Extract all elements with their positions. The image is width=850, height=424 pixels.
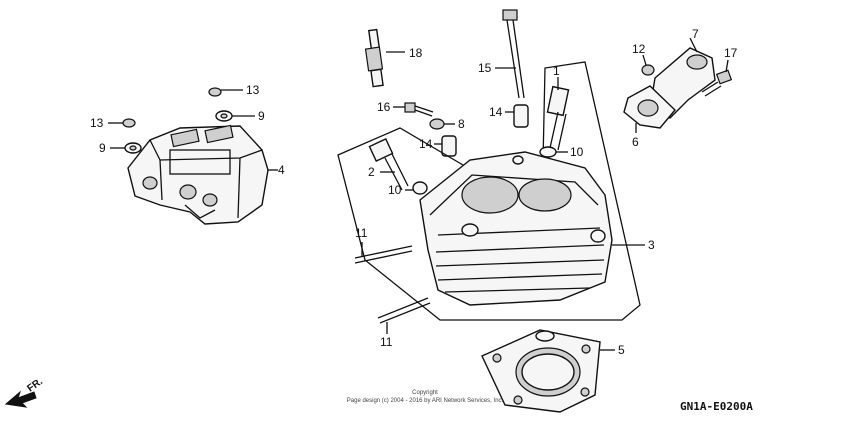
callout-10-left: 10 xyxy=(388,183,402,197)
callout-10-right: 10 xyxy=(570,145,584,159)
callout-17: 17 xyxy=(724,46,738,60)
assembly-outline-box xyxy=(337,61,641,321)
part-dowel-pin-14-upper[interactable] xyxy=(505,104,529,128)
part-stud-11-upper[interactable] xyxy=(354,242,413,264)
part-o-ring-10-left[interactable] xyxy=(405,181,428,195)
part-valve-guide-2[interactable] xyxy=(368,138,409,191)
part-washer-9-lower[interactable] xyxy=(110,142,142,154)
part-insulator-gasket[interactable] xyxy=(623,85,676,133)
callout-11-lower: 11 xyxy=(380,335,393,349)
part-valve-guide-1[interactable] xyxy=(546,77,570,151)
part-spark-plug[interactable] xyxy=(364,28,405,88)
copyright-heading: Copyright xyxy=(412,390,438,396)
copyright-line: Page design (c) 2004 - 2016 by ARI Netwo… xyxy=(347,398,504,404)
part-stud-11-lower[interactable] xyxy=(377,297,431,334)
callout-9-upper: 9 xyxy=(258,109,265,123)
callout-11-upper: 11 xyxy=(355,226,368,240)
part-bolt-17[interactable] xyxy=(701,59,733,97)
part-rocker-arm-holder[interactable] xyxy=(127,124,278,225)
callout-18: 18 xyxy=(409,46,423,60)
callout-2: 2 xyxy=(368,165,375,179)
part-dowel-pin-14-lower[interactable] xyxy=(434,135,457,157)
part-o-ring-10-right[interactable] xyxy=(539,146,568,158)
part-nut-13-upper[interactable] xyxy=(208,87,243,97)
callout-13-lower: 13 xyxy=(90,116,104,130)
callout-4: 4 xyxy=(278,163,285,177)
diagram-code: GN1A-E0200A xyxy=(680,400,753,413)
part-head-gasket[interactable] xyxy=(481,329,615,413)
callout-3: 3 xyxy=(648,238,655,252)
part-nut-13-lower[interactable] xyxy=(108,118,136,128)
callout-14-lower: 14 xyxy=(419,137,433,151)
part-cylinder-head[interactable] xyxy=(419,151,645,306)
callout-15: 15 xyxy=(478,61,492,75)
callout-12: 12 xyxy=(632,42,646,56)
callout-9-lower: 9 xyxy=(99,141,106,155)
callout-6: 6 xyxy=(632,135,639,149)
callout-1: 1 xyxy=(553,64,560,78)
part-washer-8[interactable] xyxy=(429,118,455,130)
callout-7: 7 xyxy=(692,27,699,41)
front-direction-arrow-icon xyxy=(4,390,37,408)
part-bolt-16[interactable] xyxy=(393,102,434,117)
callout-5: 5 xyxy=(618,343,625,357)
callout-16: 16 xyxy=(377,100,391,114)
part-nut-12[interactable] xyxy=(641,54,655,76)
callout-8: 8 xyxy=(458,117,465,131)
part-long-bolt[interactable] xyxy=(495,9,525,99)
callout-13-upper: 13 xyxy=(246,83,260,97)
callout-14-upper: 14 xyxy=(489,105,503,119)
direction-label: FR. xyxy=(25,376,45,394)
part-washer-9-upper[interactable] xyxy=(215,110,255,122)
